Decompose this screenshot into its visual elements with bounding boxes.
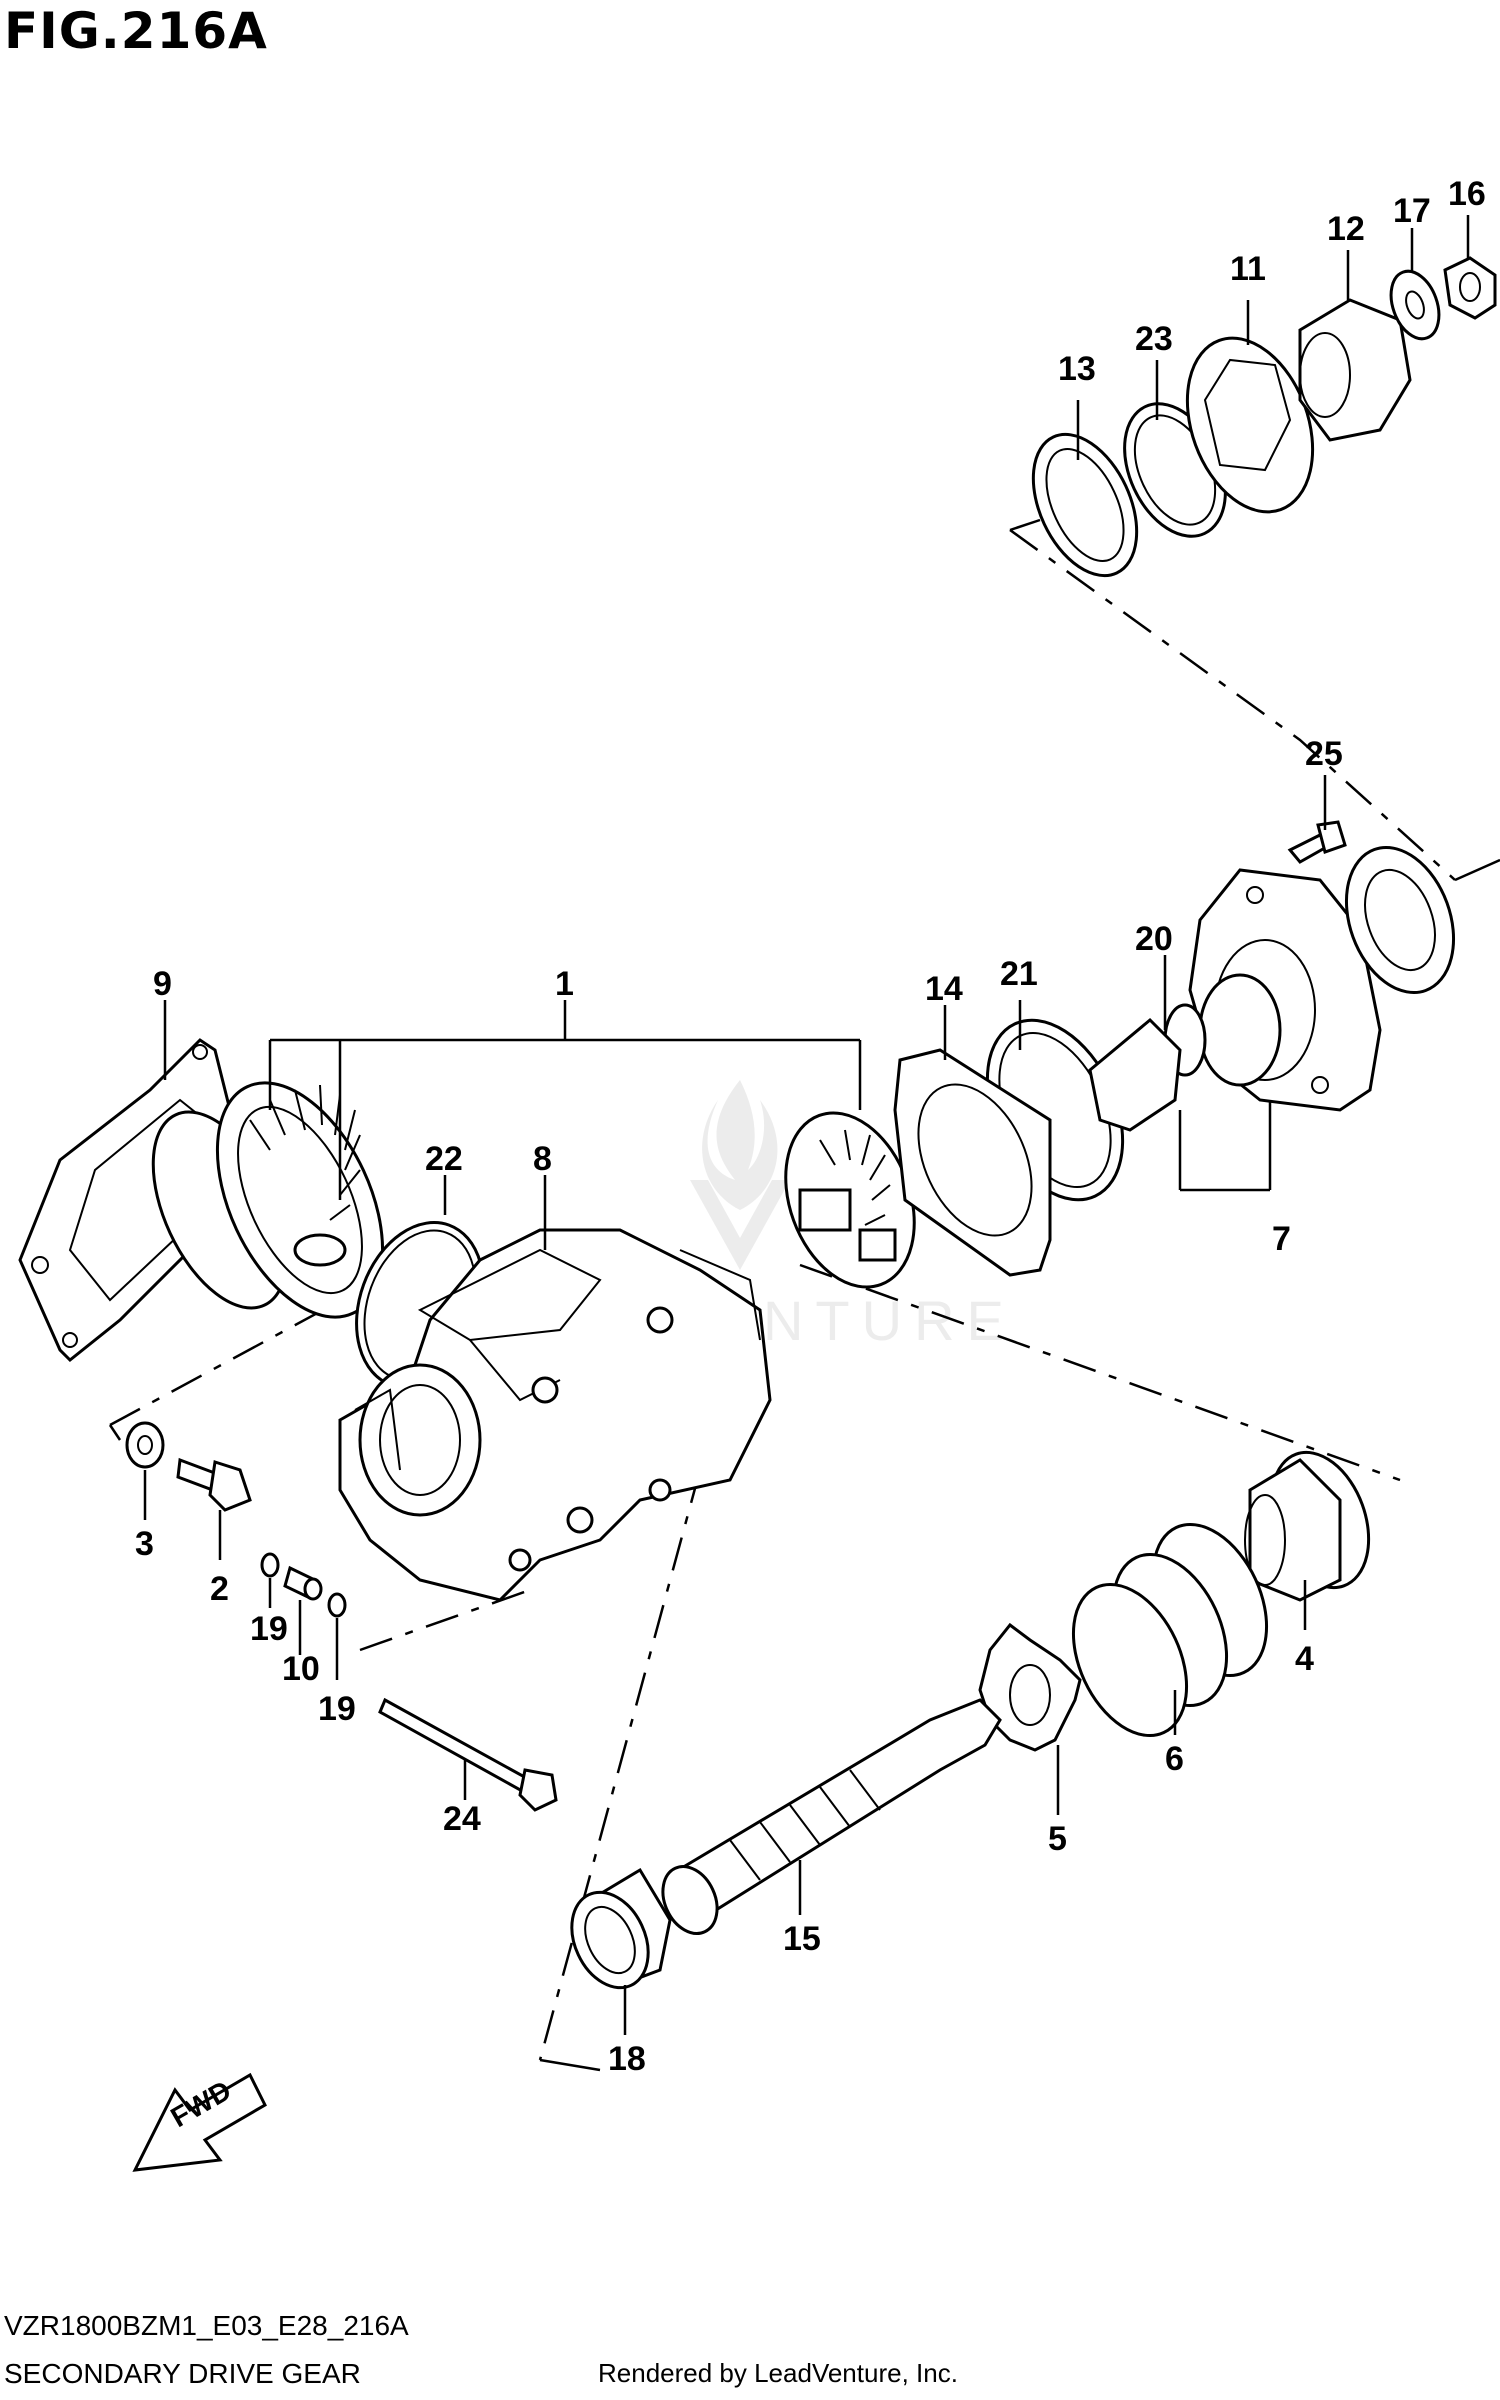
- callout-3: 3: [135, 1525, 154, 1563]
- callout-22: 22: [425, 1140, 463, 1178]
- callout-23: 23: [1135, 320, 1173, 358]
- callout-17: 17: [1393, 192, 1431, 230]
- callout-11: 11: [1230, 250, 1266, 288]
- part-1-final-gear-set: [151, 1081, 916, 1319]
- callout-13: 13: [1058, 350, 1096, 388]
- part-15-drive-shaft: [661, 1698, 1002, 1935]
- part-25-bolt: [1287, 820, 1347, 864]
- part-18-needle-bearing: [570, 1867, 672, 1990]
- figure-title: FIG.216A: [4, 2, 268, 60]
- part-10-dowel-pin: [283, 1565, 323, 1601]
- diagram-name: SECONDARY DRIVE GEAR: [4, 2358, 361, 2389]
- callout-7: 7: [1272, 1220, 1291, 1258]
- callout-10: 10: [282, 1650, 320, 1688]
- part-12-bearing: [1298, 298, 1412, 442]
- callout-18: 18: [608, 2040, 646, 2078]
- part-14-gasket: [893, 1048, 1052, 1277]
- forward-direction-arrow: FWD: [132, 2072, 267, 2172]
- diagram-code: VZR1800BZM1_E03_E28_216A: [4, 2310, 409, 2341]
- callout-24: 24: [443, 1800, 481, 1838]
- part-19-o-ring-lower: [327, 1592, 347, 1618]
- part-7-bearing-housing: [1188, 845, 1456, 1112]
- callout-8: 8: [533, 1140, 552, 1178]
- callout-1: 1: [555, 965, 574, 1003]
- callout-16: 16: [1448, 175, 1486, 213]
- callout-4: 4: [1295, 1640, 1314, 1678]
- leader-lines: [143, 215, 1470, 2035]
- rendered-by-credit: Rendered by LeadVenture, Inc.: [598, 2358, 958, 2388]
- callout-labels: 1 2 3 4 5 6 7 8 9 10 11 12 13 14 15 16 1…: [135, 175, 1486, 2078]
- callout-19-lower: 19: [318, 1690, 356, 1728]
- callout-9: 9: [153, 965, 172, 1003]
- part-5-cam-dog: [978, 1622, 1082, 1752]
- callout-25: 25: [1305, 735, 1343, 773]
- part-6-spring: [1071, 1522, 1269, 1738]
- callout-6: 6: [1165, 1740, 1184, 1778]
- part-8-gear-case: [338, 1228, 772, 1602]
- callout-5: 5: [1048, 1820, 1067, 1858]
- callout-14: 14: [925, 970, 963, 1008]
- callout-21: 21: [1000, 955, 1038, 993]
- callout-2: 2: [210, 1570, 229, 1608]
- callout-19-upper: 19: [250, 1610, 288, 1648]
- callout-12: 12: [1327, 210, 1365, 248]
- callout-15: 15: [783, 1920, 821, 1958]
- part-16-nut: [1443, 256, 1497, 320]
- part-17-washer: [1389, 269, 1441, 341]
- part-24-long-bolt: [378, 1697, 558, 1812]
- part-3-washer: [125, 1421, 165, 1469]
- part-13-oil-seal: [1031, 432, 1139, 578]
- part-19-o-ring-upper: [260, 1552, 280, 1578]
- part-2-bolt: [176, 1457, 252, 1512]
- callout-20: 20: [1135, 920, 1173, 958]
- part-4-bushing: [1244, 1450, 1371, 1602]
